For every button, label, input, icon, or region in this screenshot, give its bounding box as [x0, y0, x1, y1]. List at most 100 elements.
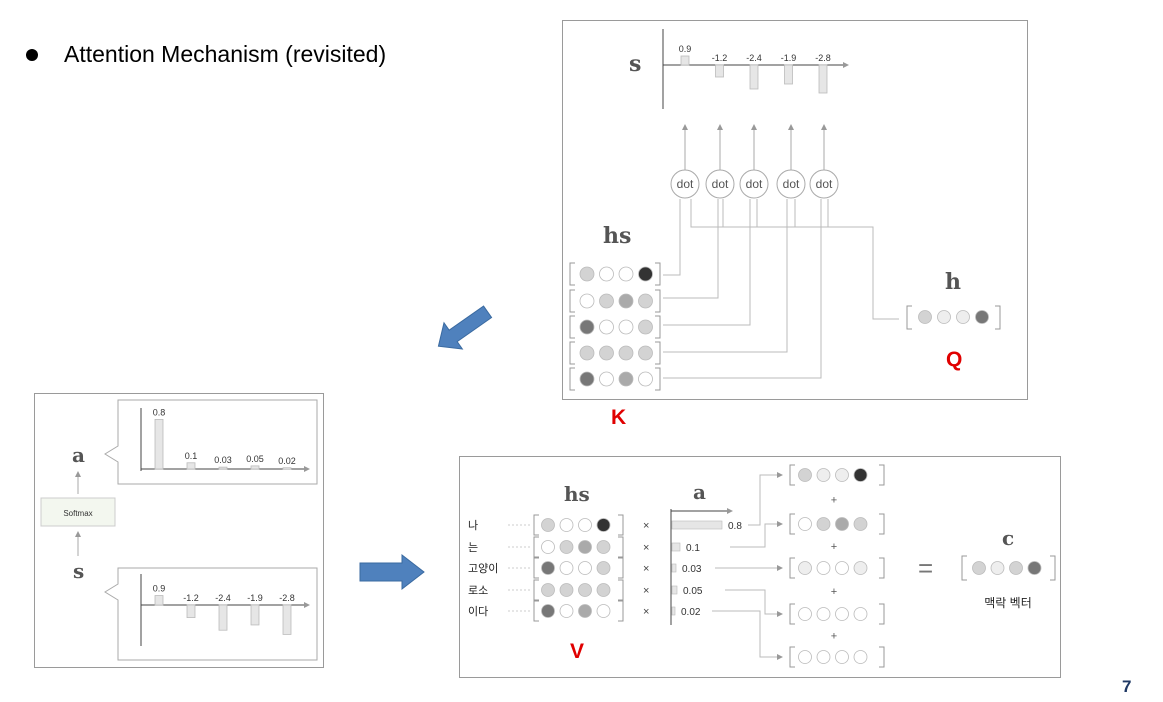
output-cell: [835, 607, 849, 621]
score-value: -1.2: [712, 53, 728, 63]
dot-node-label: dot: [677, 177, 694, 191]
output-cell: [798, 607, 812, 621]
word-label: 로소: [468, 584, 488, 597]
word-label: 는: [468, 541, 478, 554]
output-cell: [816, 468, 831, 482]
score-left-value: -2.8: [279, 593, 295, 603]
word-label: 나: [468, 519, 478, 532]
hs-cell: [618, 319, 634, 335]
score-left-bar: [218, 604, 228, 631]
hs-cell: [618, 345, 634, 361]
k-label: K: [611, 406, 627, 429]
attention-value: 0.05: [246, 454, 264, 464]
score-bar: [715, 64, 724, 78]
v-cell: [596, 604, 611, 618]
plus-sign: +: [831, 541, 837, 553]
v-label: V: [570, 640, 585, 663]
score-bar: [784, 64, 793, 85]
v-cell: [541, 583, 555, 597]
hs-cell: [618, 371, 634, 387]
bullet-icon: [26, 49, 38, 61]
output-cell: [798, 561, 812, 575]
output-cell: [798, 650, 812, 664]
weight-bar: [671, 542, 681, 552]
output-cell: [853, 650, 868, 664]
v-cell: [578, 604, 592, 618]
attention-bar: [282, 467, 292, 470]
weight-bar: [671, 585, 678, 595]
attention-value: 0.02: [278, 456, 296, 466]
output-cell: [816, 517, 831, 531]
plus-sign: +: [831, 631, 837, 643]
hs-cell: [599, 293, 614, 309]
hs-cell: [599, 266, 614, 282]
diagonal-arrow-icon: [437, 305, 493, 350]
page-number: 7: [1122, 677, 1132, 696]
v-cell: [559, 540, 574, 554]
output-cell: [835, 561, 849, 575]
score-left-bar: [186, 604, 196, 619]
hs-cell: [579, 293, 595, 309]
weight-bar: [671, 563, 677, 573]
score-bar: [749, 64, 759, 90]
weight-value: 0.03: [682, 564, 702, 575]
v-cell: [541, 540, 555, 554]
score-left-bar: [154, 595, 164, 606]
plus-sign: +: [831, 495, 837, 507]
weight-value: 0.05: [683, 586, 703, 597]
output-cell: [853, 517, 868, 531]
v-cell: [596, 583, 611, 597]
times-sign: ×: [643, 542, 649, 554]
hs-label: hs: [603, 223, 631, 249]
hs-cell: [618, 293, 634, 309]
hs-cell: [599, 371, 614, 387]
word-label: 이다: [468, 605, 488, 618]
softmax-label: Softmax: [63, 509, 92, 518]
h-cell: [918, 310, 932, 324]
weight-value: 0.1: [686, 543, 700, 554]
h-cell: [937, 310, 951, 324]
dot-node-label: dot: [816, 177, 833, 191]
dot-node-label: dot: [783, 177, 800, 191]
score-bar: [680, 55, 690, 66]
s-label-left: s: [73, 559, 84, 583]
context-cell: [1009, 561, 1023, 575]
output-cell: [816, 607, 831, 621]
output-cell: [798, 468, 812, 482]
v-cell: [541, 561, 555, 575]
equals-sign: =: [918, 553, 933, 583]
hs-cell: [638, 319, 653, 335]
h-cell: [975, 310, 989, 324]
v-cell: [559, 583, 574, 597]
hs-cell: [579, 371, 595, 387]
q-label: Q: [946, 348, 963, 371]
dot-node-label: dot: [712, 177, 729, 191]
hs-cell: [638, 293, 653, 309]
h-cell: [956, 310, 970, 324]
output-cell: [853, 468, 868, 482]
attention-bar: [154, 418, 164, 470]
hs-cell: [599, 345, 614, 361]
score-value: 0.9: [679, 44, 692, 54]
hs-matrix: [569, 262, 661, 391]
context-cell: [1027, 561, 1042, 575]
score-value: -2.4: [746, 53, 762, 63]
hs-cell: [638, 266, 653, 282]
attention-bar: [218, 466, 228, 470]
v-cell: [541, 604, 555, 618]
times-sign: ×: [643, 606, 649, 618]
attention-bar: [186, 462, 196, 470]
v-cell: [578, 518, 592, 532]
dot-node: [776, 169, 806, 199]
times-sign: ×: [643, 585, 649, 597]
v-cell: [596, 518, 611, 532]
softmax-box: [40, 497, 116, 527]
output-cell: [853, 561, 868, 575]
score-bars-left: 0.9-1.2-2.4-1.9-2.8: [153, 584, 295, 635]
